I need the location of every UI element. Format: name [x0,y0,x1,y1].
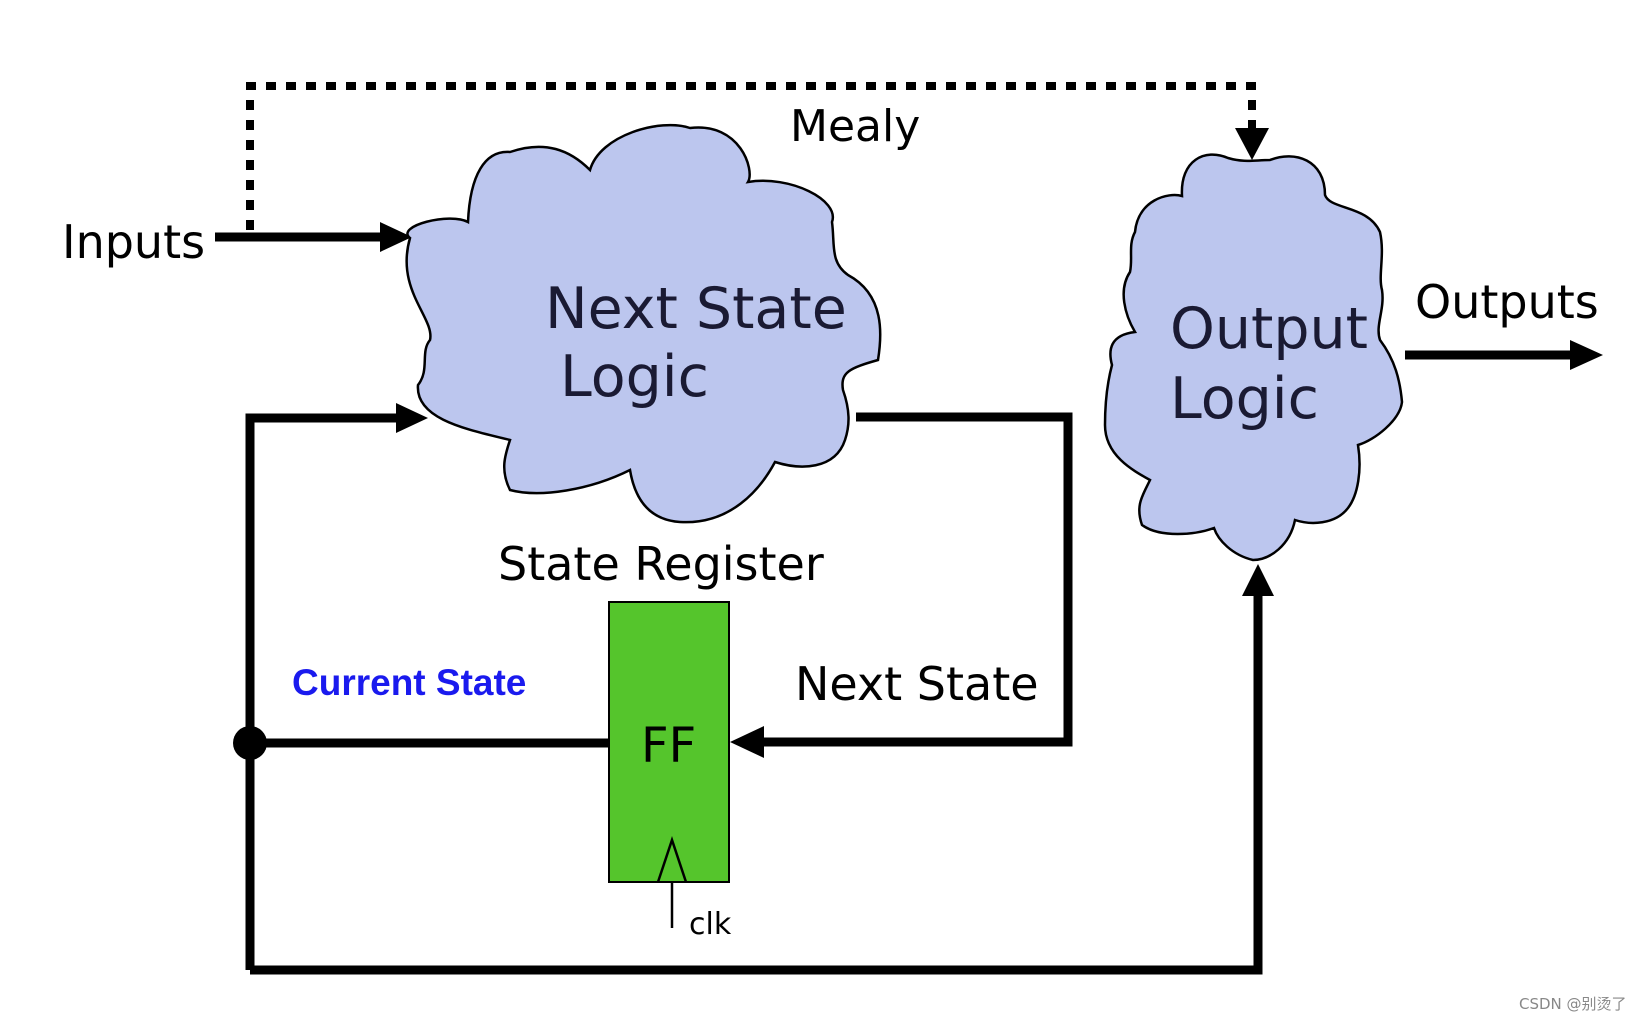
outputs-label: Outputs [1415,275,1599,329]
current-state-to-nsl-path [245,413,400,970]
mealy-arrowhead [1235,128,1269,160]
mealy-dotted-path [246,82,1256,230]
current-state-to-output-arrowhead [1242,564,1274,596]
output-logic-label-line1: Output [1170,296,1368,362]
inputs-arrowhead [380,222,412,252]
outputs-arrowhead [1570,340,1603,370]
clk-triangle [656,836,688,883]
next-state-path [762,412,1073,747]
ff-block [608,601,730,883]
current-state-label: Current State [292,662,526,703]
junction-dot [233,726,267,760]
inputs-label: Inputs [62,215,205,269]
next-state-label: Next State [795,657,1039,711]
mealy-label: Mealy [790,101,920,152]
current-state-to-nsl-arrowhead [396,403,428,433]
current-state-to-output-path [250,592,1263,975]
next-state-logic-label-line1: Next State [545,276,847,342]
clk-label: clk [689,907,732,942]
watermark: CSDN @别烫了 [1519,995,1627,1013]
output-logic-label-line2: Logic [1170,366,1319,432]
next-state-arrowhead [730,726,764,758]
output-logic-cloud [1103,153,1404,562]
state-register-label: State Register [498,537,824,591]
next-state-logic-label-line2: Logic [560,344,709,410]
next-state-logic-cloud [405,123,882,524]
ff-label: FF [641,718,696,774]
